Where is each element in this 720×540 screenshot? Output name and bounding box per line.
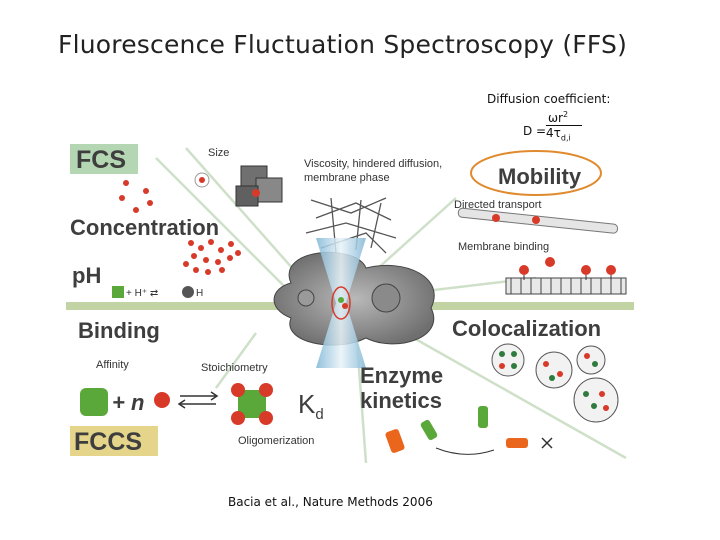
kd-label: Kd bbox=[298, 389, 324, 423]
mobility-highlight-ring bbox=[470, 150, 602, 196]
formula-denominator: 4τd,i bbox=[546, 126, 571, 143]
affinity-label: Affinity bbox=[96, 359, 129, 371]
ph-label: pH bbox=[72, 263, 101, 288]
lipid-bilayer bbox=[505, 257, 627, 295]
affinity-green-particle bbox=[80, 388, 108, 416]
ph-protonated-particle bbox=[182, 286, 194, 298]
stoichiometry-label: Stoichiometry bbox=[201, 362, 268, 374]
formula-numerator: ωr2 bbox=[548, 110, 569, 125]
formula-fraction-bar bbox=[546, 125, 582, 126]
size-label: Size bbox=[208, 147, 229, 159]
viscosity-label-1: Viscosity, hindered diffusion, bbox=[304, 158, 442, 170]
mobility-label: Mobility bbox=[498, 164, 582, 189]
ffs-applications-figure: FCS Size Viscosity, hindered diffusion, … bbox=[66, 144, 634, 463]
plus-n-label: + n bbox=[112, 390, 144, 415]
fcs-box bbox=[70, 144, 138, 174]
formula-label: Diffusion coefficient: bbox=[487, 92, 611, 106]
ph-product: H bbox=[196, 288, 203, 299]
enzyme-kinetics-graphic bbox=[385, 406, 553, 455]
directed-transport-filament bbox=[457, 207, 619, 234]
stoichiometry-complex bbox=[231, 383, 273, 425]
mesh-network bbox=[305, 197, 397, 254]
formula-lhs: D = bbox=[523, 124, 547, 138]
concentration-label: Concentration bbox=[70, 215, 219, 240]
slide-title: Fluorescence Fluctuation Spectroscopy (F… bbox=[58, 30, 628, 59]
binding-label: Binding bbox=[78, 318, 160, 343]
enzyme-label-1: Enzyme bbox=[360, 363, 443, 388]
oligomerization-label: Oligomerization bbox=[238, 435, 314, 447]
fccs-label: FCCS bbox=[74, 428, 142, 456]
ph-green-particle bbox=[112, 286, 124, 298]
viscosity-label-2: membrane phase bbox=[304, 172, 390, 184]
equilibrium-arrows bbox=[177, 391, 219, 409]
directed-transport-label: Directed transport bbox=[454, 199, 541, 211]
small-particle-core bbox=[199, 177, 205, 183]
colocalization-vesicles bbox=[491, 343, 619, 423]
sparse-particles bbox=[119, 180, 153, 213]
dense-particles bbox=[183, 239, 241, 275]
membrane-binding-label: Membrane binding bbox=[458, 241, 549, 253]
ph-reaction: + H⁺ ⇄ bbox=[126, 288, 158, 299]
fcs-label: FCS bbox=[76, 146, 126, 174]
enzyme-label-2: kinetics bbox=[360, 388, 442, 413]
affinity-red-particle bbox=[154, 392, 170, 408]
colocalization-label: Colocalization bbox=[452, 316, 601, 341]
citation: Bacia et al., Nature Methods 2006 bbox=[228, 495, 433, 509]
large-aggregate bbox=[235, 165, 283, 207]
cell-with-laser-focus bbox=[273, 238, 435, 368]
fccs-box bbox=[70, 426, 158, 456]
